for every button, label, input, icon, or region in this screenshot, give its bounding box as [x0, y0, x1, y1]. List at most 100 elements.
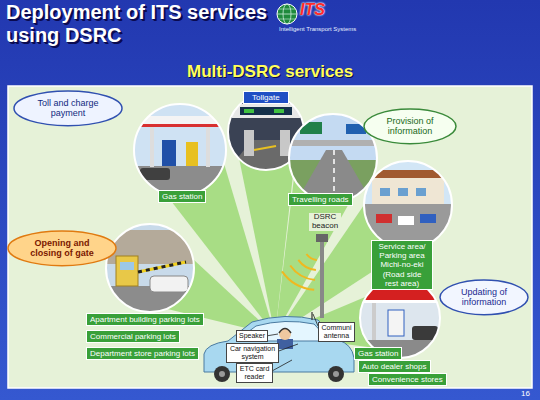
node-text: Department store parking lots: [90, 349, 195, 358]
dsrc-beacon-part-part: [307, 254, 317, 260]
gas-station-photo-part-part: [388, 310, 404, 336]
page-number: 16: [521, 389, 530, 398]
road-photo-part-part: [300, 122, 322, 134]
logo-globe-part: [279, 19, 295, 20]
dsrc-beacon-part: [320, 238, 324, 318]
logo-globe-part: [277, 4, 297, 24]
gas-station-photo-part-part: [372, 303, 376, 343]
tollgate-photo-part-part: [254, 146, 276, 150]
logo-globe: [277, 4, 297, 24]
node-text: Communi antenna: [321, 324, 352, 340]
node-text: Gas station: [358, 349, 398, 358]
dsrc-beacon-part-part: [298, 260, 316, 270]
service-area-photo-part-part: [420, 214, 436, 223]
parking-gate-photo-part-part: [150, 276, 188, 292]
gas-station-photo-part-part: [134, 124, 226, 127]
parking-gate-photo-part-part: [138, 262, 186, 272]
car-part: [333, 371, 339, 377]
service-oval: Updating of information: [439, 279, 529, 316]
slide-subtitle: Multi-DSRC services: [187, 62, 353, 82]
node-text: Apartment building parking lots: [90, 315, 200, 324]
gas-station-photo-part-part: [150, 127, 154, 167]
gas-station-photo-part-part: [186, 142, 198, 166]
car: [204, 312, 354, 382]
logo-globe-part: [279, 9, 295, 10]
tollgate-photo-part-part: [244, 109, 254, 113]
car-part: [277, 339, 293, 349]
content-panel: [8, 86, 532, 388]
car-part: [279, 329, 291, 334]
oval-shape: [364, 109, 456, 144]
dsrc-beacon-part-part: [282, 271, 314, 290]
dsrc-beacon-part: [282, 254, 317, 290]
service-oval: Toll and charge payment: [13, 90, 123, 127]
beacon-label: DSRC beacon: [309, 213, 341, 231]
node-text: Toll and charge payment: [34, 98, 102, 119]
parking-gate-photo-part-part: [120, 262, 134, 270]
gas-station-photo-part-part: [206, 127, 210, 167]
tollgate-photo-part-part: [232, 104, 300, 118]
node-text: ETC card reader: [239, 365, 270, 381]
tollgate-photo-part-part: [274, 109, 284, 113]
node-text: Commercial parking lots: [90, 332, 176, 341]
node-text: Convenience stores: [372, 375, 443, 384]
place-label: Apartment building parking lots: [86, 313, 204, 326]
place-label: Department store parking lots: [86, 347, 199, 360]
gas-station-photo-part: [360, 278, 440, 358]
service-oval: Provision of information: [363, 108, 457, 145]
parking-gate-photo: [106, 224, 194, 312]
gas-station-photo-part: [134, 104, 226, 196]
place-label: Travelling roads: [288, 193, 353, 206]
car-part: [204, 316, 354, 372]
car-part-label: Speaker: [236, 330, 268, 342]
gas-station-photo-part-part: [360, 300, 440, 303]
parking-gate-photo-part-part: [138, 262, 186, 272]
car-part-label: Car navigation system: [226, 343, 279, 363]
parking-gate-photo-part-part: [106, 224, 194, 312]
service-area-photo-part-part: [398, 188, 408, 196]
gas-station-photo-part-part: [162, 140, 176, 166]
car-part: [219, 371, 225, 377]
car-part: [311, 312, 312, 320]
service-area-photo: [364, 161, 452, 249]
service-area-photo-part-part: [416, 188, 426, 196]
gas-station-photo-part-part: [360, 278, 440, 358]
parking-gate-photo-part: [106, 224, 194, 312]
slide-title: Deployment of ITS services using DSRC: [6, 1, 284, 47]
place-label: Commercial parking lots: [86, 330, 180, 343]
car-part: [328, 366, 344, 382]
dsrc-beacon-part: [316, 234, 328, 242]
service-area-photo-part-part: [380, 188, 390, 196]
service-area-photo-part-part: [372, 178, 444, 204]
node-text: Car navigation system: [229, 345, 276, 361]
service-oval: Opening and closing of gate: [7, 230, 117, 267]
place-label: Gas station: [158, 190, 206, 203]
dsrc-beacon: [282, 234, 328, 318]
dsrc-beacon-part-part: [290, 266, 315, 280]
logo-text: ITS: [300, 1, 325, 19]
service-area-photo-part-part: [364, 161, 452, 249]
node-text: Travelling roads: [292, 195, 349, 204]
service-area-photo-part: [364, 161, 452, 249]
photo-label: Tollgate: [243, 91, 289, 104]
node-text: Opening and closing of gate: [28, 238, 96, 259]
service-area-photo-part-part: [398, 216, 414, 225]
place-label: Convenience stores: [368, 373, 447, 386]
parking-gate-photo-part-part: [116, 256, 138, 286]
gas-station-photo: [134, 104, 226, 196]
car-part-label: ETC card reader: [236, 363, 273, 383]
gas-station-photo-part: [360, 278, 440, 358]
tollgate-photo-part-part: [240, 107, 292, 115]
car-part: [214, 366, 230, 382]
gas-station-photo-part-part: [360, 290, 440, 300]
oval-shape: [8, 231, 116, 266]
leader-lines-part: [276, 344, 298, 352]
gas-station-photo: [360, 278, 440, 358]
oval-shape: [14, 91, 122, 126]
car-part: [279, 328, 291, 340]
road-photo-part-part: [289, 140, 377, 146]
node-text: Gas station: [162, 192, 202, 201]
